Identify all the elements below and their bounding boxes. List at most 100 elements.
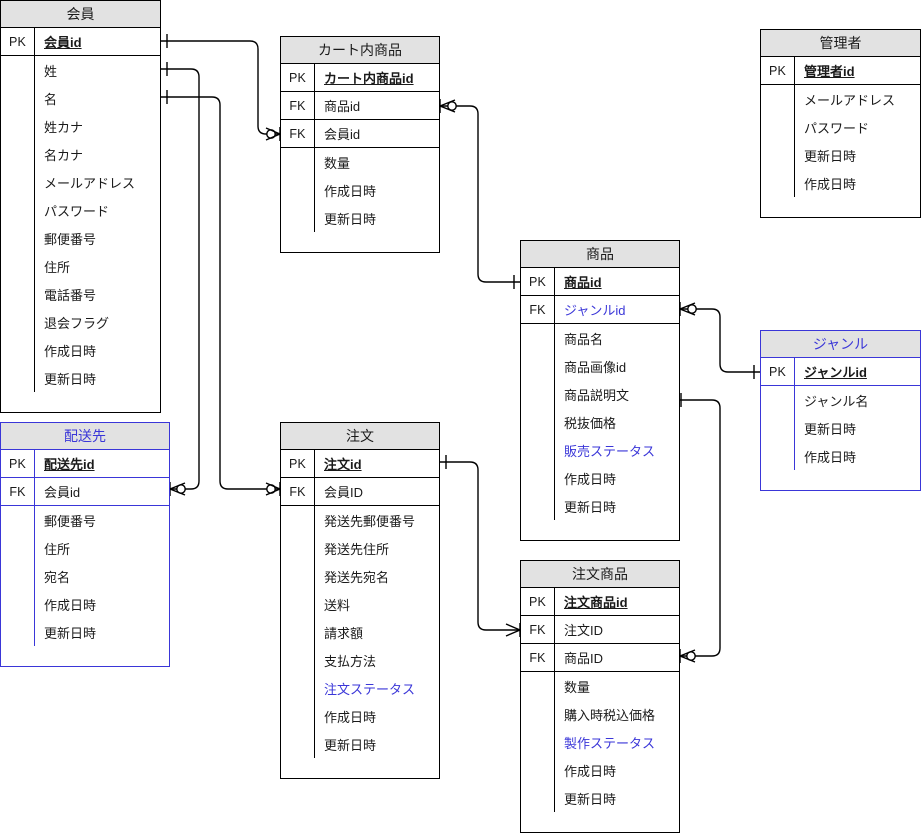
attribute-row[interactable]: 住所 (1, 534, 169, 562)
attribute-row[interactable]: 更新日時 (1, 618, 169, 646)
attribute-row[interactable]: 商品説明文 (521, 380, 679, 408)
attribute-row[interactable]: FK 会員ID (281, 478, 439, 506)
attribute-row[interactable]: 更新日時 (1, 364, 160, 392)
key-cell-empty (1, 308, 35, 336)
attribute-row[interactable]: 数量 (521, 672, 679, 700)
attribute-name: 会員ID (324, 485, 364, 500)
attribute-row[interactable]: 商品画像id (521, 352, 679, 380)
key-cell-empty (281, 534, 315, 562)
attribute-row[interactable]: 更新日時 (521, 492, 679, 520)
attribute-row[interactable]: 作成日時 (521, 464, 679, 492)
attribute-row[interactable]: 姓 (1, 56, 160, 84)
attribute-name: 会員id (44, 35, 82, 50)
foreign-key-label: FK (281, 120, 315, 147)
attribute-row[interactable]: 宛名 (1, 562, 169, 590)
key-cell-empty (281, 646, 315, 674)
attribute-row[interactable]: 更新日時 (761, 141, 920, 169)
attribute-row[interactable]: パスワード (761, 113, 920, 141)
foreign-key-label: FK (281, 92, 315, 119)
attribute-name: 作成日時 (804, 176, 857, 192)
attribute-row[interactable]: 数量 (281, 148, 439, 176)
attribute-row[interactable]: 請求額 (281, 618, 439, 646)
key-cell-empty (1, 618, 35, 646)
relationship-product-orderitem (679, 393, 721, 663)
attribute-row[interactable]: 更新日時 (281, 730, 439, 758)
foreign-key-label: FK (521, 296, 555, 323)
key-cell-empty (1, 562, 35, 590)
attribute-row[interactable]: 名 (1, 84, 160, 112)
key-cell-empty (761, 414, 795, 442)
attribute-row[interactable]: 購入時税込価格 (521, 700, 679, 728)
attribute-row[interactable]: 作成日時 (1, 590, 169, 618)
attribute-name: 商品名 (564, 331, 604, 347)
attribute-name: 作成日時 (44, 343, 97, 359)
attribute-row[interactable]: 作成日時 (281, 176, 439, 204)
key-cell-empty (281, 730, 315, 758)
attribute-row[interactable]: 送料 (281, 590, 439, 618)
attribute-row[interactable]: 電話番号 (1, 280, 160, 308)
attribute-name: 配送先id (44, 457, 95, 472)
attribute-row[interactable]: 姓カナ (1, 112, 160, 140)
attribute-row[interactable]: 製作ステータス (521, 728, 679, 756)
attribute-row[interactable]: メールアドレス (1, 168, 160, 196)
attribute-row[interactable]: 支払方法 (281, 646, 439, 674)
key-cell-empty (761, 141, 795, 169)
attribute-row[interactable]: パスワード (1, 196, 160, 224)
attribute-row[interactable]: 郵便番号 (1, 224, 160, 252)
attribute-row[interactable]: 発送先住所 (281, 534, 439, 562)
attribute-name: 商品画像id (564, 359, 627, 375)
attribute-row[interactable]: 退会フラグ (1, 308, 160, 336)
attribute-row[interactable]: 名カナ (1, 140, 160, 168)
attribute-row[interactable]: メールアドレス (761, 85, 920, 113)
attribute-row[interactable]: 作成日時 (521, 756, 679, 784)
attribute-row[interactable]: 作成日時 (761, 169, 920, 197)
attribute-row[interactable]: 作成日時 (761, 442, 920, 470)
attribute-name: 作成日時 (804, 449, 857, 465)
attribute-row[interactable]: 販売ステータス (521, 436, 679, 464)
key-cell-empty (1, 252, 35, 280)
attribute-row[interactable]: 更新日時 (761, 414, 920, 442)
attribute-name: 更新日時 (564, 791, 617, 807)
attribute-row[interactable]: 住所 (1, 252, 160, 280)
attribute-row[interactable]: 作成日時 (281, 702, 439, 730)
attribute-row[interactable]: 郵便番号 (1, 506, 169, 534)
attribute-row[interactable]: 更新日時 (521, 784, 679, 812)
attribute-row[interactable]: 税抜価格 (521, 408, 679, 436)
attribute-row[interactable]: 発送先宛名 (281, 562, 439, 590)
attribute-name: 会員id (44, 485, 81, 500)
attribute-row[interactable]: 作成日時 (1, 336, 160, 364)
entity-title-cart_item: カート内商品 (281, 37, 439, 64)
attribute-row[interactable]: 商品名 (521, 324, 679, 352)
foreign-key-label: FK (281, 478, 315, 505)
attribute-row[interactable]: ジャンル名 (761, 386, 920, 414)
attribute-row[interactable]: 更新日時 (281, 204, 439, 232)
attribute-row[interactable]: 注文ステータス (281, 674, 439, 702)
key-cell-empty (521, 436, 555, 464)
attribute-name: 管理者id (804, 64, 855, 79)
attribute-row[interactable]: 発送先郵便番号 (281, 506, 439, 534)
